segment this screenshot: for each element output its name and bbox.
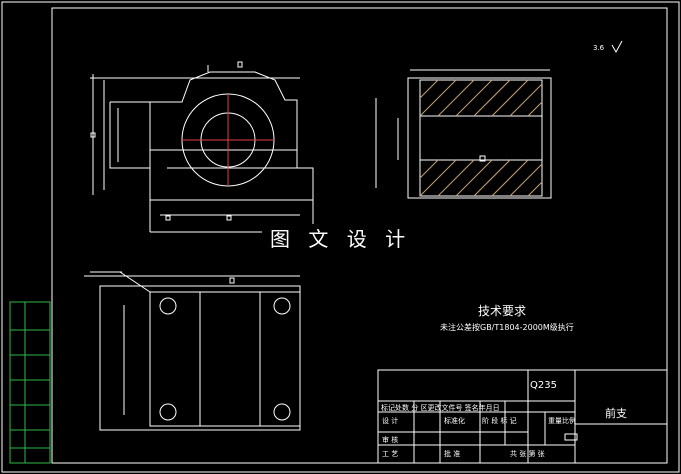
title-process-label: 工 艺 xyxy=(382,450,399,458)
roughness-value: 3.6 xyxy=(593,44,605,52)
title-approve-label: 批 准 xyxy=(444,450,461,458)
title-block xyxy=(377,369,668,464)
title-row-revision: 标记处数 分 区更改文件号 签名年月日 xyxy=(381,404,500,412)
title-scale-label: 比例 xyxy=(562,417,576,425)
section-view xyxy=(375,69,552,199)
part-name: 前支 xyxy=(605,407,627,420)
title-weight-label: 重量 xyxy=(548,417,562,425)
title-design-label: 设 计 xyxy=(382,417,399,425)
roughness-symbol xyxy=(611,40,623,54)
front-view xyxy=(90,61,314,233)
tech-requirements-title: 技术要求 xyxy=(478,304,527,318)
title-sheets-label: 共 张 第 张 xyxy=(510,450,545,458)
title-stage-labels: 阶 段 标 记 xyxy=(482,417,517,425)
title-standardization-label: 标准化 xyxy=(444,417,465,425)
binding-strip xyxy=(9,301,51,464)
top-view xyxy=(84,271,301,431)
material-label: Q235 xyxy=(530,380,557,391)
tech-requirements-note: 未注公差按GB/T1804-2000M级执行 xyxy=(440,323,574,332)
watermark: 图 文 设 计 xyxy=(262,224,420,258)
inner-frame xyxy=(51,7,668,464)
title-review-label: 审 核 xyxy=(382,436,399,444)
